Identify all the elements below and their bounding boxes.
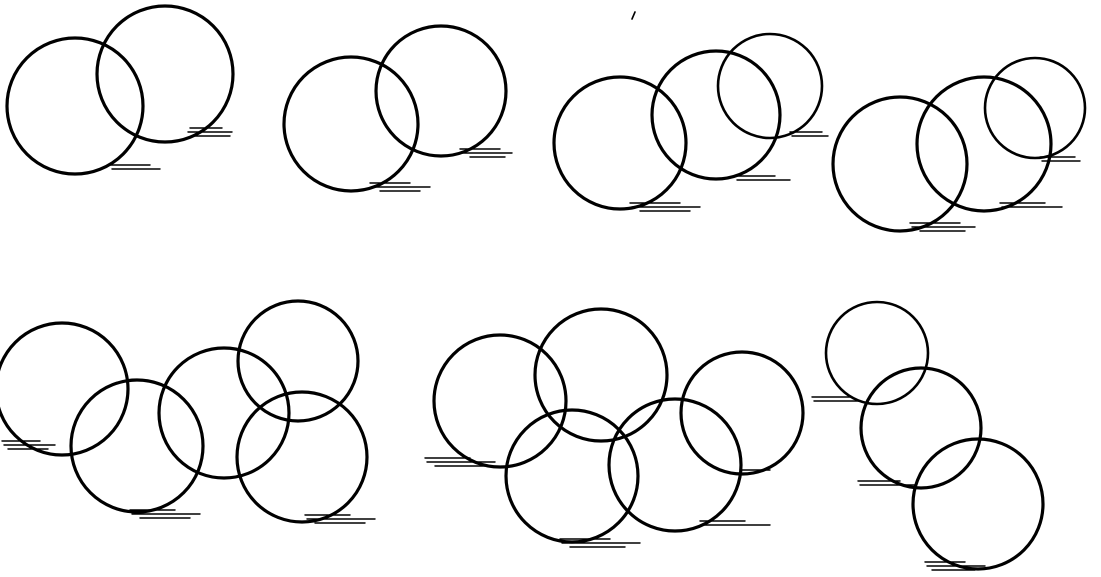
ground-shadow — [425, 458, 770, 547]
circle — [554, 77, 686, 209]
group-two-circles-overlapping — [7, 6, 233, 174]
circle — [985, 58, 1085, 158]
circle — [237, 392, 367, 522]
circle — [376, 26, 506, 156]
circle — [681, 352, 803, 474]
group-three-circles-nested-row — [833, 58, 1085, 231]
circle — [652, 51, 780, 179]
circle — [917, 77, 1051, 211]
ink-speck — [632, 12, 635, 19]
circle — [506, 410, 638, 542]
group-five-circles-cluster — [425, 309, 803, 547]
circle — [718, 34, 822, 138]
circle — [434, 335, 566, 467]
circle — [284, 57, 418, 191]
circle — [833, 97, 967, 231]
circle — [97, 6, 233, 142]
group-three-circles-diagonal — [812, 302, 1043, 570]
group-two-circles-touching — [284, 26, 512, 191]
circle — [535, 309, 667, 441]
group-three-circles-row — [554, 34, 828, 211]
circle — [7, 38, 143, 174]
circle — [913, 439, 1043, 569]
group-five-circles-chain — [0, 301, 375, 523]
circle — [0, 323, 128, 455]
circle — [71, 380, 203, 512]
